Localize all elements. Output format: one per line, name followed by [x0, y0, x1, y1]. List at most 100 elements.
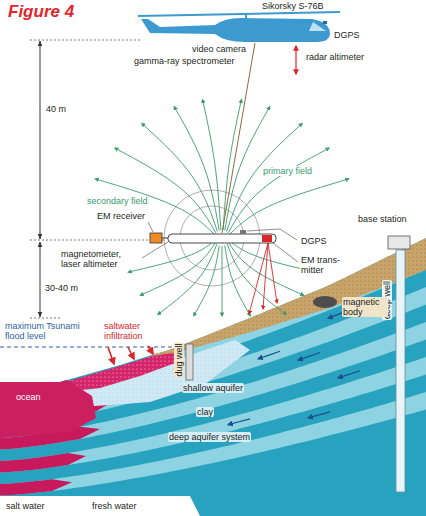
sensor-label: EM trans- mitter — [300, 255, 348, 275]
laser-beam — [263, 243, 268, 309]
sensor-label: video camera — [192, 44, 246, 54]
label-holder: secondary field — [86, 196, 149, 206]
figure-title: Figure 4 — [8, 2, 74, 22]
water-label: salt water — [6, 501, 45, 511]
leader-line — [148, 222, 153, 232]
infiltration-texture — [62, 350, 178, 392]
deep-well-symbol — [396, 250, 405, 492]
flow-arrow — [308, 412, 330, 418]
field-line — [95, 179, 215, 235]
flow-arrow — [228, 419, 250, 425]
field-label: primary field — [262, 166, 313, 176]
helicopter-window — [309, 22, 326, 31]
label-holder: maximum Tsunami flood level — [4, 321, 102, 341]
salt-water-wedge — [0, 453, 86, 472]
field-line — [174, 106, 219, 230]
well-label: dug well — [174, 342, 184, 377]
label-holder: primary field — [262, 166, 313, 176]
dimension-label: 40 m — [46, 104, 66, 114]
flow-arrow — [298, 353, 320, 361]
sensor-label: radar altimeter — [306, 52, 364, 62]
field-line — [222, 246, 223, 316]
dug-well-symbol — [186, 344, 193, 380]
label-holder: base station — [358, 214, 407, 224]
primary-field — [95, 99, 349, 316]
level-label: maximum Tsunami flood level — [4, 321, 102, 341]
flow-arrow — [258, 351, 280, 359]
label-holder: 30-40 m — [45, 283, 78, 293]
layer-label: deep aquifer system — [168, 432, 251, 442]
label-holder: EM receiver — [96, 211, 146, 221]
infiltration-zone — [62, 350, 178, 392]
salt-water-wedge — [0, 479, 72, 495]
label-holder: EM trans- mitter — [300, 255, 348, 275]
sensor-label: DGPS — [334, 30, 360, 40]
infiltration-arrow — [128, 347, 134, 359]
label-holder: radar altimeter — [306, 52, 364, 62]
aircraft-label: Sikorsky S-76B — [262, 1, 324, 11]
label-holder: saltwater infiltration — [103, 321, 165, 341]
sensor-label: gamma-ray spectrometer — [134, 56, 235, 66]
label-holder: Sikorsky S-76B — [262, 1, 324, 11]
sensor-label: DGPS — [300, 236, 328, 246]
magnetic-body-symbol — [313, 296, 337, 308]
water-label: ocean — [16, 392, 41, 402]
field-line — [203, 99, 221, 230]
laser-beam — [268, 243, 277, 303]
label-holder: fresh water — [92, 501, 137, 511]
ocean-body — [0, 378, 96, 438]
label-holder: video camera — [192, 44, 246, 54]
label-holder: shallow aquifer — [182, 383, 244, 393]
dimension-label: 30-40 m — [45, 283, 78, 293]
rotor-blade — [138, 12, 340, 16]
transmitter-symbol — [262, 235, 272, 242]
label-holder: 40 m — [46, 104, 66, 114]
field-line — [140, 243, 215, 296]
label-holder: gamma-ray spectrometer — [134, 56, 235, 66]
layer-label: shallow aquifer — [182, 383, 244, 393]
laser-beam — [249, 243, 268, 314]
infiltration-arrow — [148, 346, 153, 354]
radar-beam — [295, 46, 296, 74]
zone-label: saltwater infiltration — [103, 321, 165, 341]
station-label: base station — [358, 214, 407, 224]
water-label: fresh water — [92, 501, 137, 511]
base-station-symbol — [388, 236, 410, 249]
dimension-line — [40, 41, 41, 239]
field-line — [158, 244, 217, 314]
tow-cable — [222, 43, 255, 233]
label-holder: DGPS — [334, 30, 360, 40]
flow-arrow — [338, 371, 360, 378]
label-holder: dug well — [174, 342, 184, 377]
body-label: magnetic body — [342, 297, 388, 317]
field-line — [194, 246, 220, 316]
dimension-line — [40, 242, 41, 317]
shallow-aquifer-texture — [66, 340, 250, 406]
gps-antenna — [323, 21, 327, 24]
reference-line — [30, 240, 165, 241]
field-line — [227, 244, 286, 314]
gps-antenna — [240, 230, 246, 234]
sensor-label: magnetometer, laser altimeter — [60, 249, 140, 269]
field-label: secondary field — [86, 196, 149, 206]
receiver-symbol — [150, 233, 162, 243]
layer-label: clay — [196, 407, 214, 417]
label-holder: salt water — [6, 501, 45, 511]
helicopter-body — [141, 18, 330, 42]
label-holder: deep aquifer system — [168, 432, 251, 442]
field-line — [229, 179, 349, 235]
field-line — [225, 246, 251, 316]
leader-line — [247, 229, 297, 240]
title-holder: Figure 4 — [8, 2, 74, 22]
field-line — [142, 123, 218, 231]
label-holder: clay — [196, 407, 214, 417]
label-holder: ocean — [16, 392, 41, 402]
sensor-label: EM receiver — [96, 211, 146, 221]
shallow-aquifer — [66, 340, 250, 406]
label-holder: magnetic body — [342, 297, 388, 317]
field-line — [128, 241, 214, 272]
reference-line — [30, 40, 140, 41]
em-bird — [168, 234, 276, 243]
